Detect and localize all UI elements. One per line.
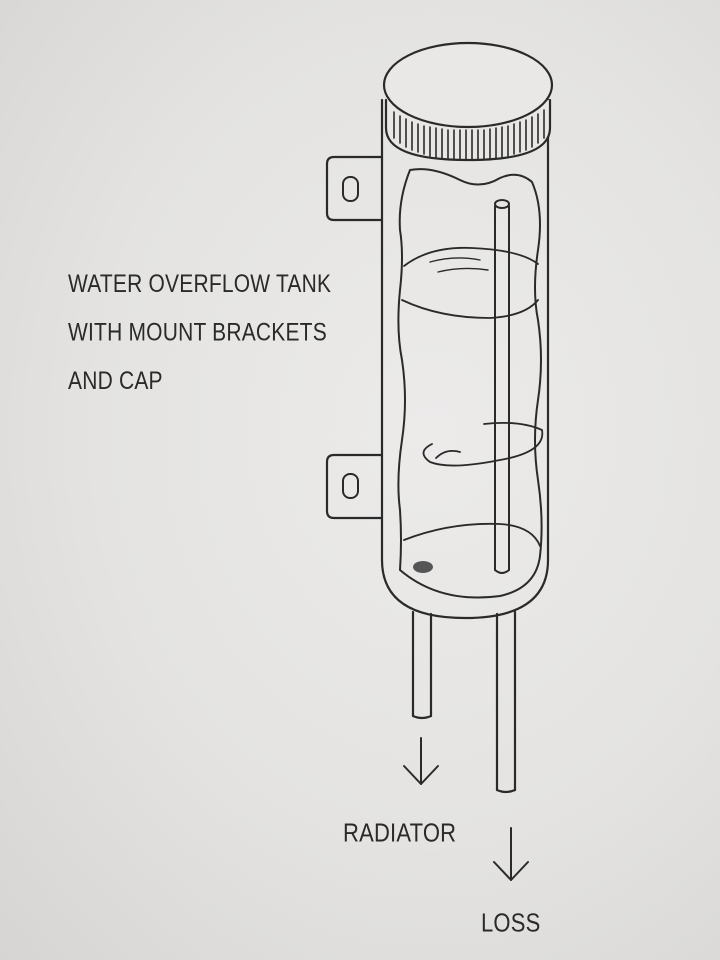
loss-label: LOSS	[481, 908, 541, 938]
radiator-outlet-pipe	[411, 610, 433, 720]
title-line-3: AND CAP	[68, 367, 163, 395]
title-line-2: WITH MOUNT BRACKETS	[68, 319, 327, 347]
cutaway-window	[397, 168, 543, 599]
upper-mount-bracket	[325, 155, 384, 222]
radiator-label: RADIATOR	[343, 818, 457, 848]
radiator-arrow-icon	[403, 737, 439, 785]
title-line-1: WATER OVERFLOW TANK	[68, 270, 332, 298]
lower-mount-bracket	[325, 453, 384, 520]
tank-cap	[382, 41, 554, 162]
diagram-title: WATER OVERFLOW TANK WITH MOUNT BRACKETS …	[68, 272, 331, 417]
drain-spot	[413, 561, 433, 573]
tank-body	[380, 98, 550, 620]
loss-outlet-pipe	[495, 610, 517, 794]
swirl-mark	[422, 421, 544, 467]
internal-dip-tube	[494, 199, 510, 574]
loss-arrow-icon	[493, 827, 529, 881]
